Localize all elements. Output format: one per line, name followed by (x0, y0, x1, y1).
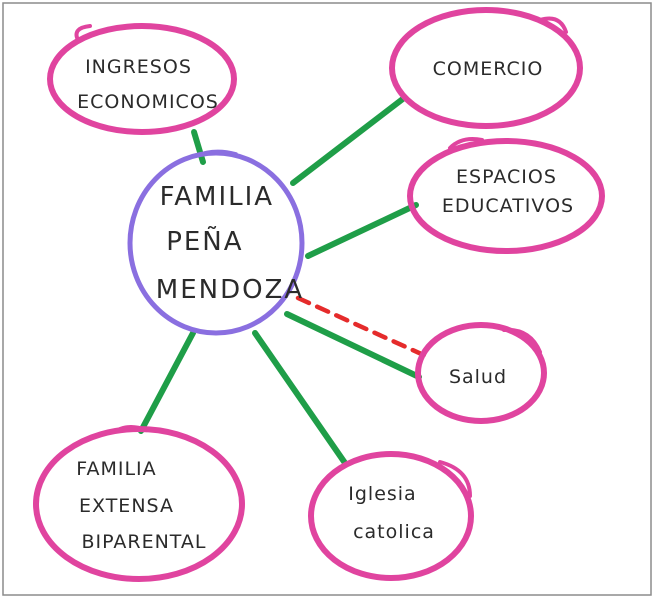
node-center-line1: FAMILIA (160, 182, 274, 212)
node-iglesia-label: Iglesia catolica (348, 483, 435, 543)
node-espacios-label: ESPACIOS EDUCATIVOS (442, 166, 574, 217)
node-center-line2: PEÑA (166, 225, 243, 257)
node-familia-extensa: FAMILIA EXTENSA BIPARENTAL (33, 425, 245, 582)
node-comercio-outline (389, 7, 583, 129)
node-comercio-line1: COMERCIO (433, 58, 544, 80)
node-salud-line1: Salud (449, 366, 507, 388)
link-ingresos (191, 129, 206, 165)
node-salud-outline (415, 322, 547, 424)
node-salud-overdraw (502, 327, 542, 354)
node-familia-extensa-overdraw (116, 425, 148, 432)
node-ingresos-overdraw (74, 24, 92, 42)
node-espacios-line2: EDUCATIVOS (442, 195, 574, 217)
node-ingresos-line2: ECONOMICOS (77, 91, 219, 113)
node-familia-extensa-line2: EXTENSA (79, 495, 174, 517)
link-comercio (290, 95, 407, 186)
link-salud-stressful (295, 295, 431, 360)
node-ingresos-line1: INGRESOS (85, 56, 192, 78)
node-center-label: FAMILIA PEÑA MENDOZA (156, 182, 304, 305)
connections-group (138, 95, 431, 466)
node-espacios-line1: ESPACIOS (456, 166, 557, 188)
node-espacios: ESPACIOS EDUCATIVOS (407, 137, 605, 254)
node-comercio: COMERCIO (389, 7, 583, 129)
link-iglesia (252, 330, 348, 466)
node-ingresos-outline (47, 23, 237, 135)
node-iglesia-overdraw (438, 460, 472, 498)
link-espacios (305, 202, 419, 259)
node-espacios-overdraw (448, 137, 484, 150)
paper-frame (2, 2, 652, 596)
node-comercio-overdraw (538, 16, 568, 34)
node-familia-extensa-line1: FAMILIA (76, 458, 156, 480)
node-center-family: FAMILIA PEÑA MENDOZA (127, 149, 305, 336)
node-ingresos: INGRESOS ECONOMICOS (47, 23, 237, 135)
link-familia-extensa (138, 330, 196, 434)
node-center-overdraw (194, 149, 238, 158)
node-familia-extensa-label: FAMILIA EXTENSA BIPARENTAL (76, 458, 206, 553)
node-comercio-label: COMERCIO (433, 58, 544, 80)
node-ingresos-label: INGRESOS ECONOMICOS (77, 56, 219, 113)
node-salud: Salud (415, 322, 547, 424)
node-familia-extensa-line3: BIPARENTAL (81, 531, 206, 553)
node-iglesia-outline (308, 451, 474, 581)
node-espacios-outline (407, 138, 605, 254)
node-iglesia-line1: Iglesia (348, 483, 416, 505)
node-iglesia-line2: catolica (353, 521, 435, 543)
node-center-line3: MENDOZA (156, 275, 304, 305)
link-salud (284, 311, 422, 380)
node-salud-label: Salud (449, 366, 507, 388)
node-iglesia: Iglesia catolica (308, 451, 474, 581)
